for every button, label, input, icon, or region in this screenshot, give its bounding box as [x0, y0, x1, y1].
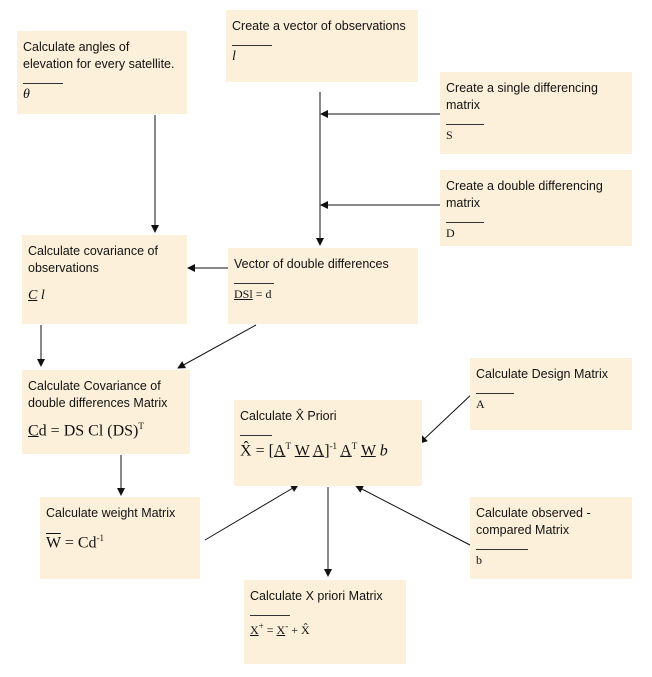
sym-rest: + X̂ — [291, 623, 310, 637]
sym-close: ] — [324, 442, 330, 460]
covariance-formula: C l — [28, 287, 181, 304]
divider — [250, 615, 290, 616]
sym-t1: T — [285, 441, 291, 451]
box-title: Calculate weight Matrix — [46, 506, 176, 520]
symbol: l — [232, 49, 236, 64]
box-title: Calculate Design Matrix — [476, 367, 608, 381]
box-title: Calculate X priori Matrix — [250, 589, 383, 603]
box-title: Calculate angles of elevation for every … — [23, 40, 175, 71]
sym-rest: = d — [255, 287, 272, 301]
x-priori-formula: X̂ = [AT W A]-1 AT W b — [240, 438, 416, 459]
sym-a1: A — [273, 442, 286, 460]
divider — [234, 283, 274, 284]
sym-xplus: X — [250, 623, 259, 637]
sym-eq: = — [266, 623, 274, 637]
dd-formula: DSl = d — [234, 286, 412, 303]
sym-c: C — [28, 288, 38, 303]
box-title: Vector of double differences — [234, 257, 389, 271]
divider — [476, 393, 514, 394]
sym-inv: -1 — [96, 533, 105, 543]
sym-t2: T — [351, 441, 358, 451]
sym-b: b — [379, 442, 388, 460]
box-single-differencing: Create a single differencing matrix S — [440, 72, 632, 154]
arrow-dd-to-cov-dd — [177, 324, 257, 369]
sym-x: X̂ — [240, 442, 252, 460]
sym-a3: A — [340, 442, 352, 460]
sym-inv: -1 — [329, 441, 338, 451]
sym-eq: = Cd — [64, 534, 97, 552]
box-title: Calculate Covariance of double differenc… — [28, 379, 168, 410]
sym-sup: T — [138, 421, 144, 431]
symbol: S — [446, 128, 453, 142]
divider — [476, 549, 528, 550]
x-priori-matrix-formula: X+ = X- + X̂ — [250, 618, 400, 639]
symbol: θ — [23, 87, 30, 102]
arrow-design-to-xpriori — [419, 391, 475, 444]
divider — [23, 83, 63, 84]
box-vector-double-differences: Vector of double differences DSl = d — [228, 248, 418, 324]
symbol: A — [476, 397, 485, 411]
sym-a2: A — [312, 442, 325, 460]
box-title: Calculate observed - compared Matrix — [476, 506, 591, 537]
box-title: Create a double differencing matrix — [446, 179, 603, 210]
sym-l: l — [40, 288, 45, 303]
sym-rest: d = DS Cl (DS) — [38, 422, 139, 440]
box-weight-matrix: Calculate weight Matrix W = Cd-1 — [40, 497, 200, 579]
sym-minus: - — [285, 621, 289, 631]
arrow-obscomp-to-xpriori — [355, 485, 471, 546]
symbol: b — [476, 553, 482, 567]
box-observed-compared: Calculate observed - compared Matrix b — [470, 497, 632, 579]
box-title: Create a vector of observations — [232, 19, 406, 33]
sym-plus: + — [258, 621, 264, 631]
box-title: Calculate X̂ Priori — [240, 409, 337, 423]
box-elevation-angles: Calculate angles of elevation for every … — [17, 31, 187, 114]
sym-cd: C — [28, 422, 39, 440]
weight-formula: W = Cd-1 — [46, 530, 194, 551]
divider — [232, 45, 272, 46]
box-covariance-dd-matrix: Calculate Covariance of double differenc… — [22, 370, 190, 454]
box-x-priori-matrix: Calculate X priori Matrix X+ = X- + X̂ — [244, 580, 406, 664]
box-x-priori-calc: Calculate X̂ Priori X̂ = [AT W A]-1 AT W… — [234, 400, 422, 486]
cov-dd-formula: Cd = DS Cl (DS)T — [28, 418, 184, 439]
sym-eq: = [ — [255, 442, 274, 460]
divider — [240, 435, 272, 436]
sym-xminus: X — [276, 623, 286, 637]
sym-w2: W — [360, 442, 376, 460]
arrow-weight-to-xpriori — [204, 484, 299, 541]
box-covariance-observations: Calculate covariance of observations C l — [22, 235, 187, 324]
divider — [446, 222, 484, 223]
symbol: D — [446, 226, 455, 240]
box-double-differencing: Create a double differencing matrix D — [440, 170, 632, 246]
sym-w: W — [46, 534, 61, 552]
sym-dsl: DSl — [234, 287, 253, 301]
box-title: Calculate covariance of observations — [28, 244, 158, 275]
divider — [446, 124, 484, 125]
box-design-matrix: Calculate Design Matrix A — [470, 358, 632, 430]
sym-w1: W — [294, 442, 310, 460]
box-observations-vector: Create a vector of observations l — [226, 10, 418, 82]
box-title: Create a single differencing matrix — [446, 81, 598, 112]
